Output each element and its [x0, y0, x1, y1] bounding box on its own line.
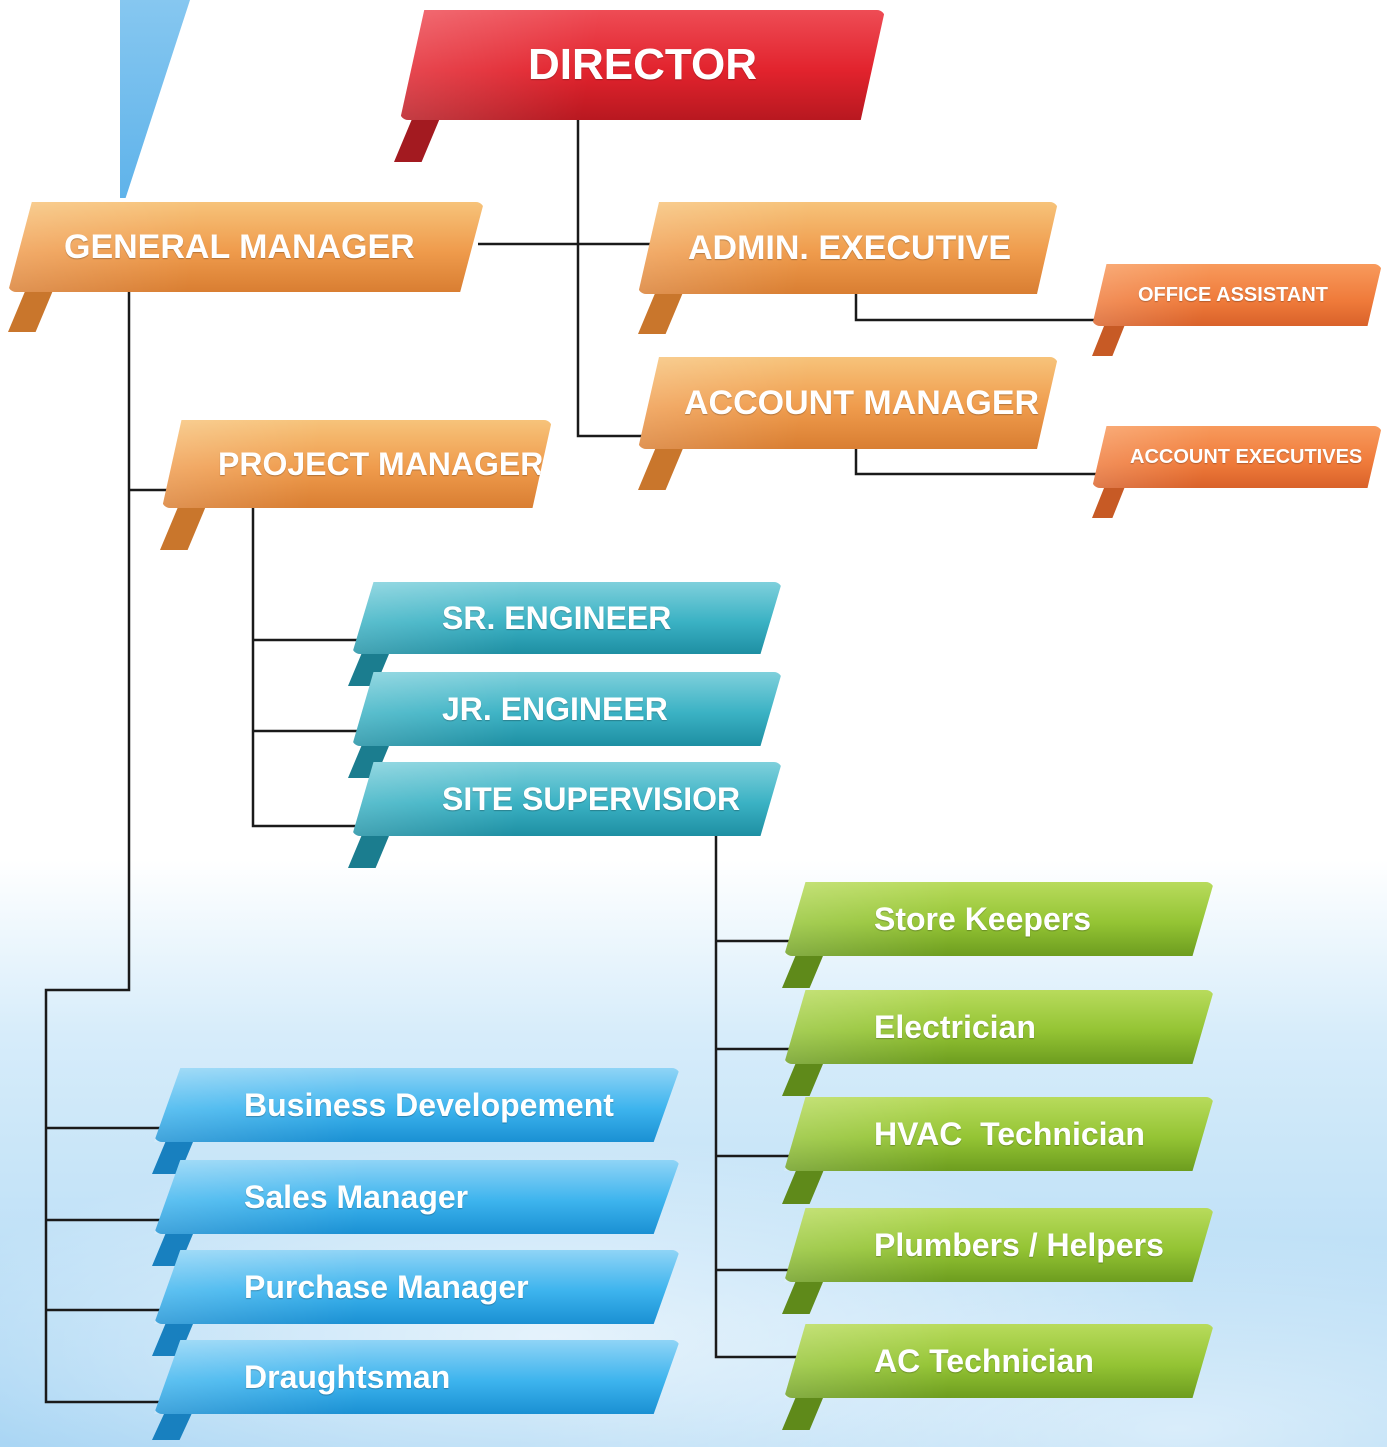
- connector-director-trunk: [576, 115, 660, 438]
- electrician-node: Electrician: [784, 990, 1214, 1064]
- account-executives-node: ACCOUNT EXECUTIVES: [1092, 426, 1382, 488]
- business-development-label: Business Developement: [244, 1086, 614, 1123]
- site-supervisor-label: SITE SUPERVISIOR: [442, 780, 741, 817]
- jr-engineer-node: JR. ENGINEER: [352, 672, 782, 746]
- sales-manager-node: Sales Manager: [154, 1160, 680, 1234]
- connector-account-execs: [854, 446, 1110, 476]
- director-label: DIRECTOR: [528, 40, 757, 89]
- plumbers-helpers-node: Plumbers / Helpers: [784, 1208, 1214, 1282]
- connector-gm-trunk: [44, 290, 170, 1404]
- store-keepers-node: Store Keepers: [784, 882, 1214, 956]
- office-assistant-label: OFFICE ASSISTANT: [1138, 283, 1328, 306]
- draughtsman-node: Draughtsman: [154, 1340, 680, 1414]
- connector-project-trunk: [251, 505, 362, 828]
- site-supervisor-node: SITE SUPERVISIOR: [352, 762, 782, 836]
- store-keepers-label: Store Keepers: [874, 900, 1091, 937]
- admin-executive-label: ADMIN. EXECUTIVE: [688, 228, 1012, 267]
- general-manager-label: GENERAL MANAGER: [64, 227, 415, 266]
- sr-engineer-node: SR. ENGINEER: [352, 582, 782, 654]
- ac-technician-label: AC Technician: [874, 1342, 1094, 1379]
- sr-engineer-label: SR. ENGINEER: [442, 599, 672, 636]
- sales-manager-label: Sales Manager: [244, 1178, 469, 1215]
- project-manager-label: PROJECT MANAGER: [218, 445, 544, 482]
- connector-admin-office: [854, 292, 1110, 322]
- hvac-technician-label: HVAC Technician: [874, 1115, 1145, 1152]
- draughtsman-label: Draughtsman: [244, 1358, 451, 1395]
- purchase-manager-node: Purchase Manager: [154, 1250, 680, 1324]
- general-manager-node: GENERAL MANAGER: [8, 202, 484, 292]
- admin-executive-node: ADMIN. EXECUTIVE: [638, 202, 1058, 294]
- plumbers-helpers-label: Plumbers / Helpers: [874, 1226, 1164, 1263]
- project-manager-node: PROJECT MANAGER: [162, 420, 552, 508]
- jr-engineer-label: JR. ENGINEER: [442, 690, 668, 727]
- account-executives-label: ACCOUNT EXECUTIVES: [1130, 445, 1363, 468]
- hvac-technician-node: HVAC Technician: [784, 1097, 1214, 1171]
- business-development-node: Business Developement: [154, 1068, 680, 1142]
- office-assistant-node: OFFICE ASSISTANT: [1092, 264, 1382, 326]
- purchase-manager-label: Purchase Manager: [244, 1268, 529, 1305]
- electrician-label: Electrician: [874, 1008, 1036, 1045]
- ac-technician-node: AC Technician: [784, 1324, 1214, 1398]
- account-manager-node: ACCOUNT MANAGER: [638, 357, 1058, 449]
- connector-site-trunk: [714, 835, 805, 1359]
- account-manager-label: ACCOUNT MANAGER: [684, 383, 1040, 422]
- director-node: DIRECTOR: [400, 10, 885, 120]
